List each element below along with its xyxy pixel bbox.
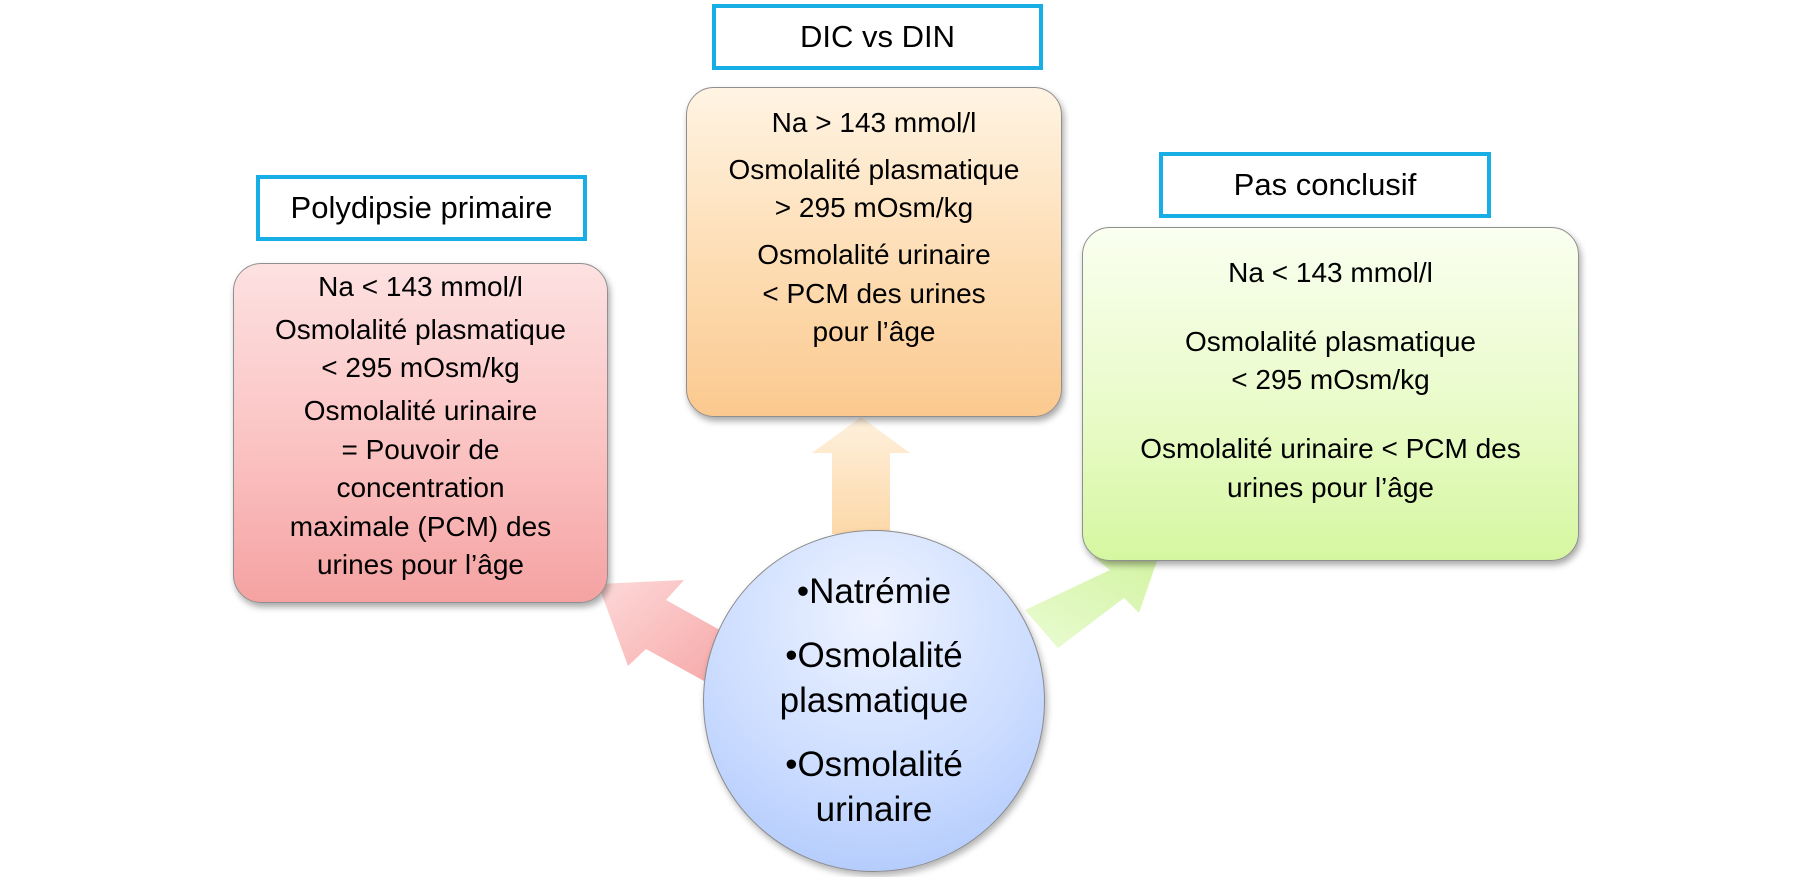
card-center-sodium: Na > 143 mmol/l	[771, 107, 977, 138]
card-right-plasma-osmolality: Osmolalité plasmatique < 295 mOsm/kg	[1184, 325, 1477, 396]
card-center-urine-osmolality: Osmolalité urinaire < PCM des urines pou…	[757, 238, 991, 348]
arrow-to-left	[598, 580, 720, 681]
card-dic-vs-din: Na > 143 mmol/l Osmolalité plasmatique >…	[686, 87, 1062, 417]
card-left-sodium: Na < 143 mmol/l	[318, 271, 523, 302]
card-left-urine-osmolality: Osmolalité urinaire = Pouvoir de concent…	[289, 394, 552, 581]
title-pas-conclusif: Pas conclusif	[1159, 152, 1491, 218]
circle-item-natremie: •Natrémie	[796, 572, 952, 612]
card-pas-conclusif: Na < 143 mmol/l Osmolalité plasmatique <…	[1082, 227, 1579, 561]
center-circle-parameters: •Natrémie •Osmolalité plasmatique •Osmol…	[703, 530, 1045, 872]
arrow-to-right	[1025, 557, 1158, 648]
card-center-plasma-osmolality: Osmolalité plasmatique > 295 mOsm/kg	[728, 153, 1020, 224]
arrow-up-to-center	[812, 417, 910, 534]
card-right-sodium: Na < 143 mmol/l	[1228, 257, 1433, 288]
card-left-plasma-osmolality: Osmolalité plasmatique < 295 mOsm/kg	[274, 313, 567, 384]
title-polydipsie-primaire: Polydipsie primaire	[256, 175, 587, 241]
title-dic-vs-din: DIC vs DIN	[712, 4, 1043, 70]
card-polydipsie-primaire: Na < 143 mmol/l Osmolalité plasmatique <…	[233, 263, 608, 603]
circle-item-urine-osmolality: •Osmolalité urinaire	[785, 744, 963, 830]
circle-item-plasma-osmolality: •Osmolalité plasmatique	[779, 635, 969, 721]
card-right-urine-osmolality: Osmolalité urinaire < PCM des urines pou…	[1140, 432, 1521, 503]
